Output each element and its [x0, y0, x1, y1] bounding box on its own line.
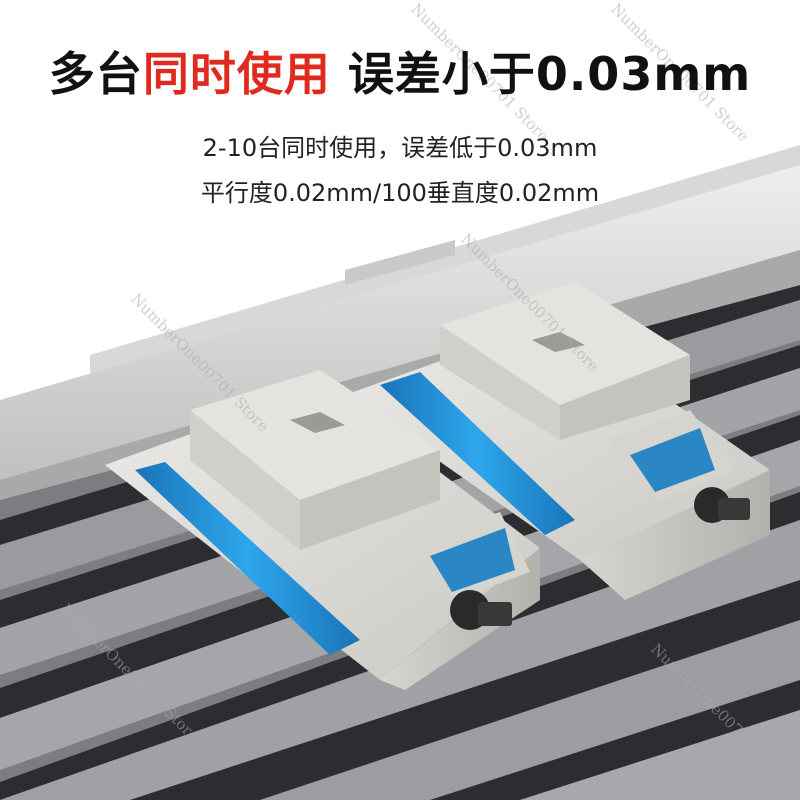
subtitle-line2: 平行度0.02mm/100垂直度0.02mm	[200, 179, 600, 207]
headline-accent: 同时使用	[142, 47, 331, 101]
vise-rear	[345, 282, 770, 600]
headline: 多台同时使用 误差小于0.03mm	[0, 38, 800, 104]
headline-part1: 多台	[48, 47, 143, 101]
vise-front	[105, 370, 540, 690]
subtitle-line1: 2-10台同时使用，误差低于0.03mm	[202, 134, 598, 162]
headline-part2: 误差小于0.03mm	[330, 47, 752, 101]
